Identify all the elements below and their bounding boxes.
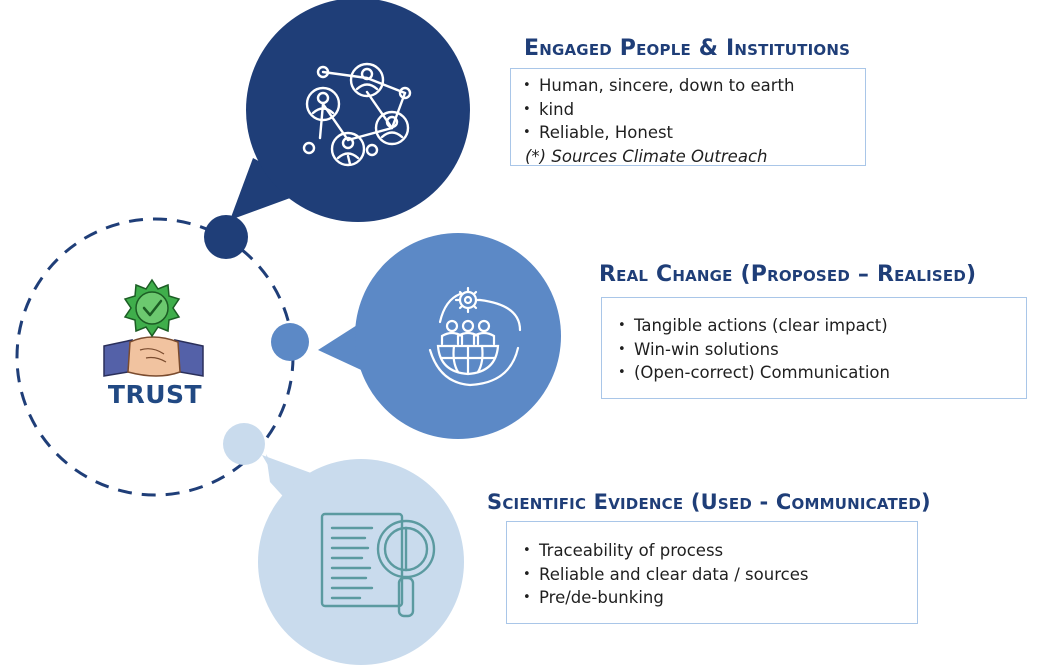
- document-magnifier-icon: [320, 512, 436, 618]
- section-title-engaged: Engaged People & Institutions: [524, 36, 851, 61]
- community-globe-gear-icon: [428, 286, 522, 387]
- bullet-item: (Open-correct) Communication: [616, 361, 1012, 385]
- section-title-real-change: Real Change (Proposed – Realised): [599, 262, 977, 287]
- source-note: (*) Sources Climate Outreach: [525, 146, 768, 166]
- bullet-item: Pre/de-bunking: [521, 586, 903, 610]
- connector-dot-dark: [204, 215, 248, 259]
- bullet-item: Traceability of process: [521, 539, 903, 563]
- section-box-scientific: Traceability of process Reliable and cle…: [506, 521, 918, 624]
- bullet-list: Tangible actions (clear impact) Win-win …: [616, 314, 1012, 385]
- handshake-badge-icon: [103, 278, 204, 377]
- bullet-item: Tangible actions (clear impact): [616, 314, 1012, 338]
- section-box-engaged: Human, sincere, down to earth kind Relia…: [510, 68, 866, 166]
- bullet-item: Reliable and clear data / sources: [521, 563, 903, 587]
- bullet-list: Traceability of process Reliable and cle…: [521, 539, 903, 610]
- bubble-real-change: [318, 233, 561, 439]
- trust-label: TRUST: [107, 380, 203, 409]
- bullet-item: Win-win solutions: [616, 338, 1012, 362]
- connector-dot-mid: [271, 323, 309, 361]
- bullet-list: Human, sincere, down to earth kind Relia…: [521, 74, 855, 145]
- network-people-icon: [302, 62, 412, 167]
- connector-dot-light: [223, 423, 265, 465]
- section-title-scientific: Scientific Evidence (Used - Communicated…: [487, 490, 931, 514]
- bubble-engaged: [230, 0, 470, 222]
- section-box-real-change: Tangible actions (clear impact) Win-win …: [601, 297, 1027, 399]
- bullet-item: kind: [521, 98, 855, 122]
- bullet-item: Human, sincere, down to earth: [521, 74, 855, 98]
- bullet-item: Reliable, Honest: [521, 121, 855, 145]
